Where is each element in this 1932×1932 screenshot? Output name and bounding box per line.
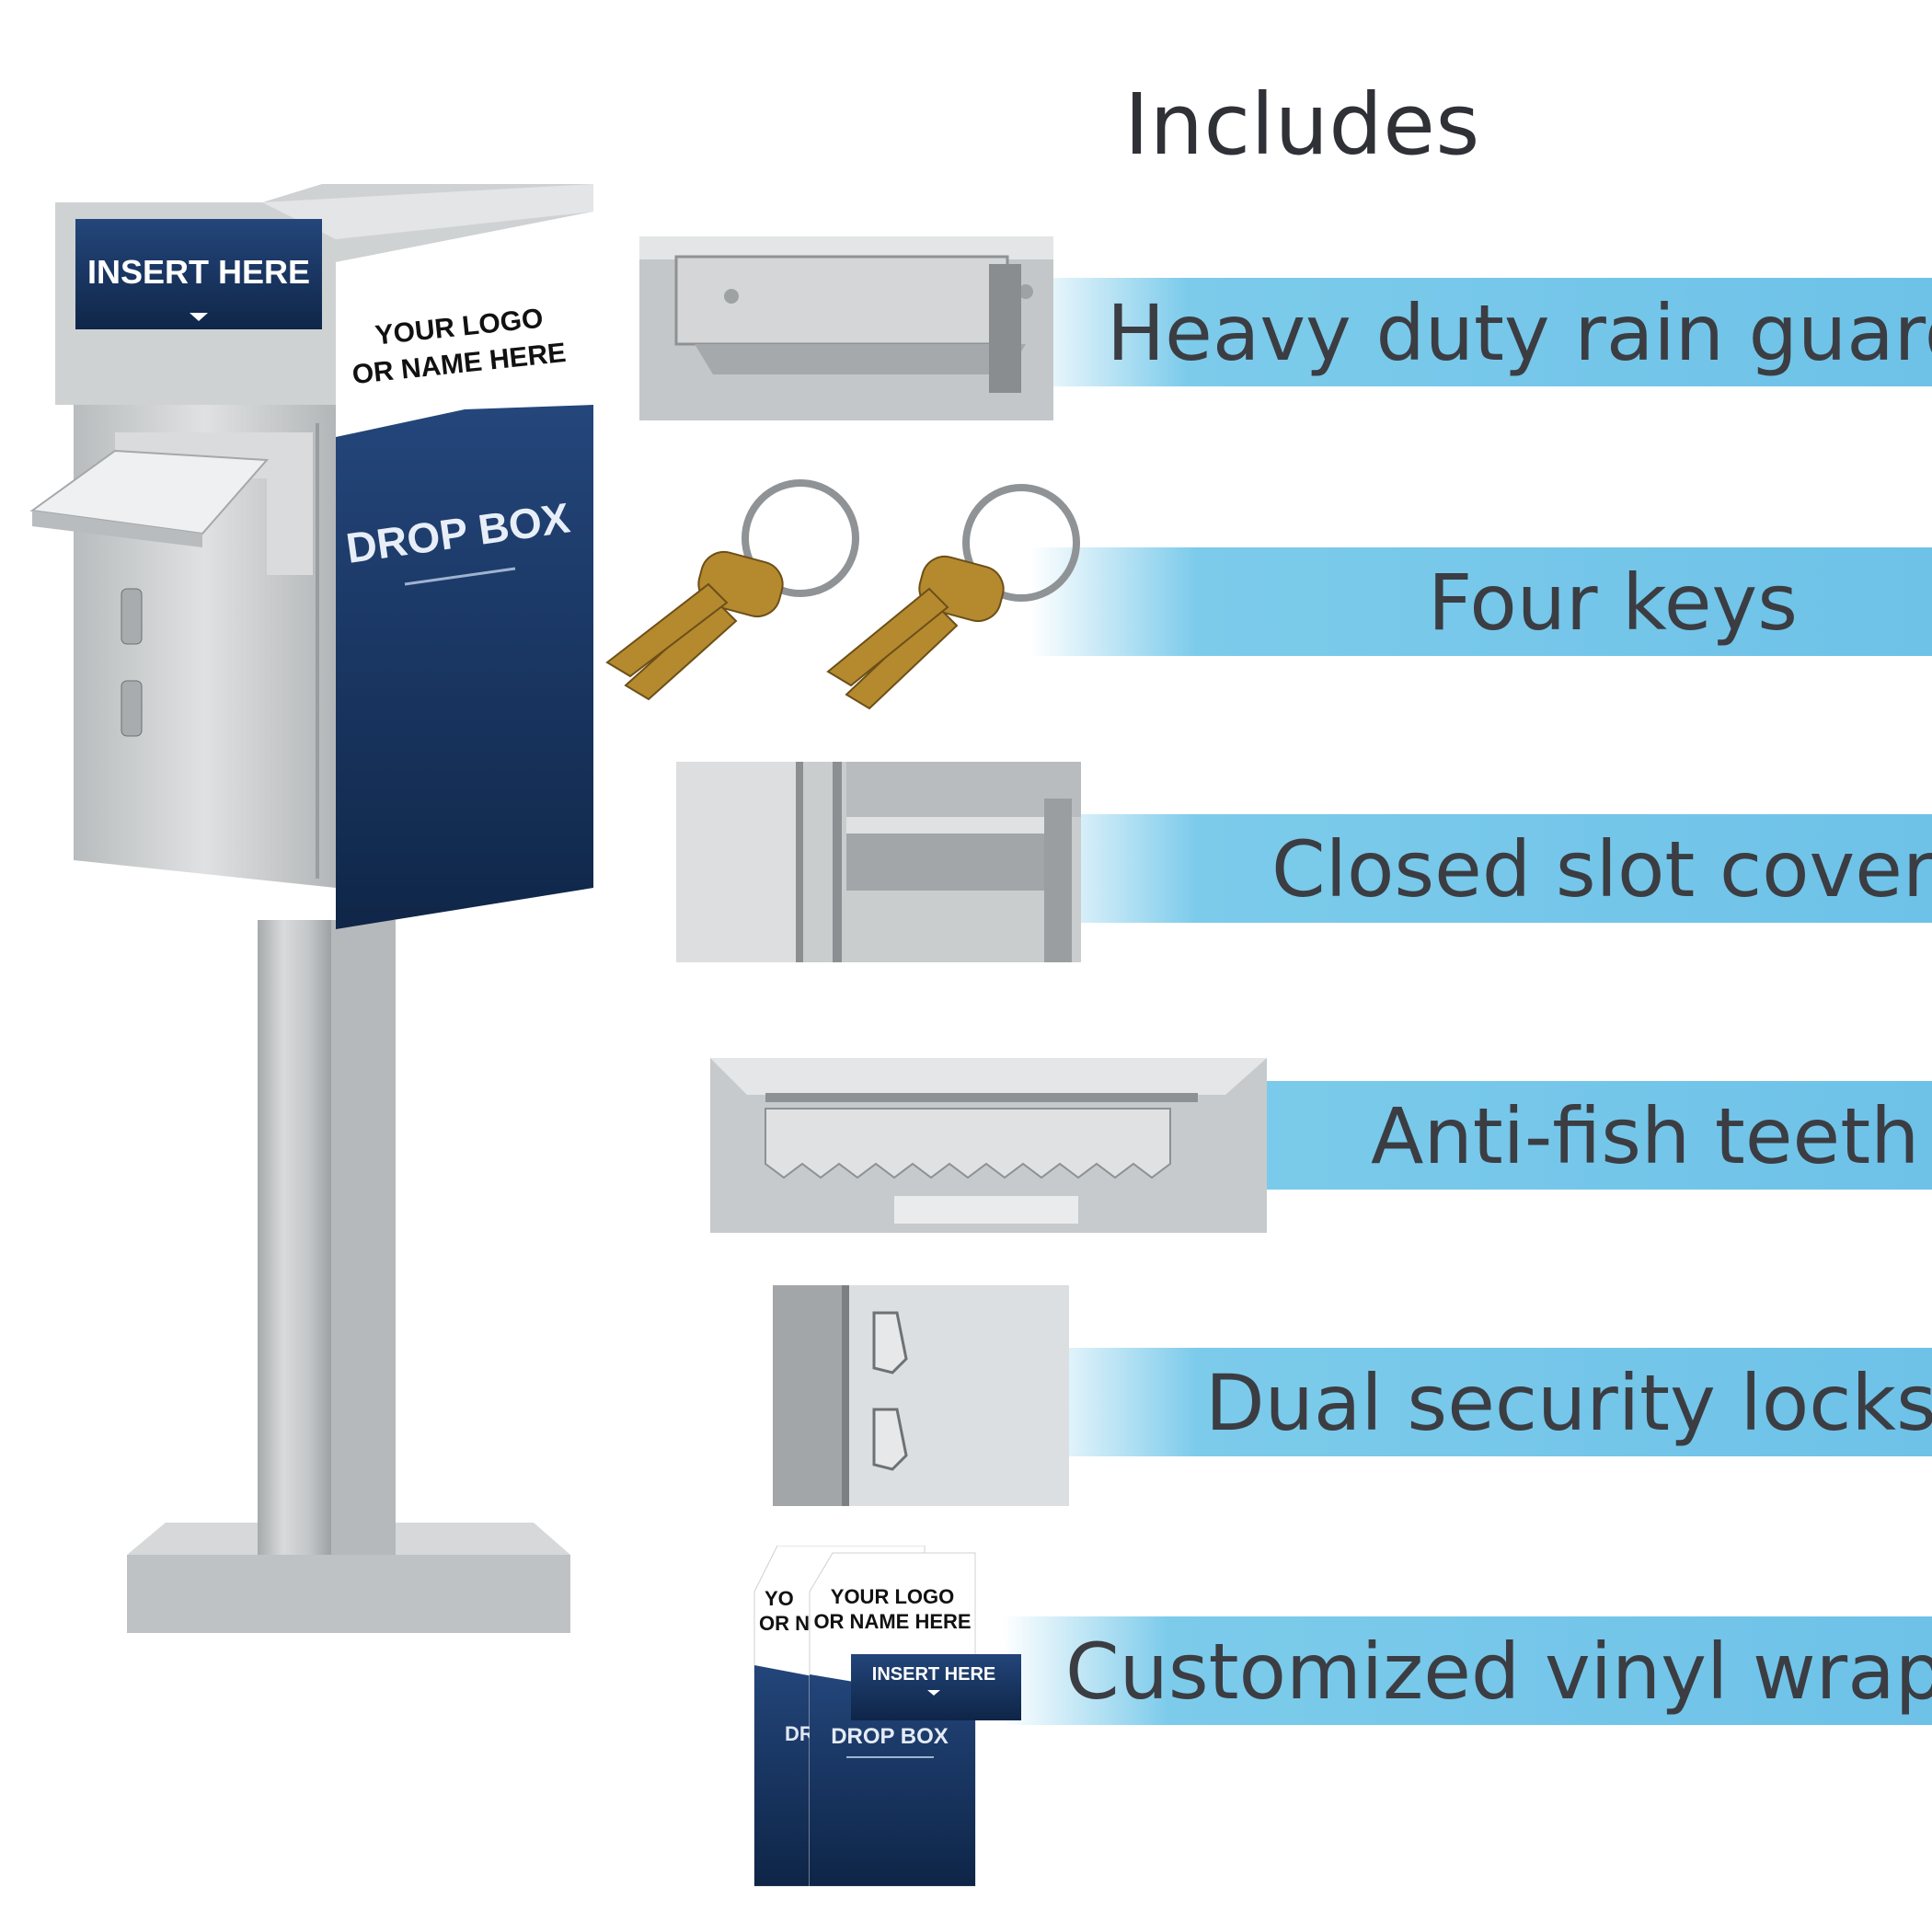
security-locks-photo xyxy=(773,1285,1069,1506)
feature-label-slot-cover: Closed slot cover xyxy=(1271,824,1932,914)
anti-fish-teeth-photo xyxy=(710,1058,1267,1233)
feature-label-rain-guard: Heavy duty rain guard xyxy=(1107,288,1932,378)
feature-label-vinyl-wrap: Customized vinyl wrap xyxy=(1065,1627,1932,1717)
feature-band-rain-guard xyxy=(1021,278,1932,386)
feature-band-security-locks xyxy=(1030,1348,1932,1456)
insert-here-label: INSERT HERE xyxy=(87,253,310,291)
page-title: Includes xyxy=(1124,75,1480,174)
drop-box-illustration: INSERT HERE YOUR LOGO OR NAME HERE DROP … xyxy=(29,184,593,1633)
vinyl-back-logo-2: OR N xyxy=(759,1612,810,1635)
feature-label-keys: Four keys xyxy=(1428,558,1798,648)
feature-band-keys xyxy=(1030,547,1932,656)
feature-band-slot-cover xyxy=(1030,814,1932,923)
slot-cover-photo xyxy=(676,762,1081,962)
feature-label-security-locks: Dual security locks xyxy=(1205,1358,1932,1448)
vinyl-logo-2: OR NAME HERE xyxy=(813,1610,971,1633)
keys-photo xyxy=(598,474,1113,713)
vinyl-wrap-photo: YO OR N DR YOUR LOGO OR NAME HERE DROP B… xyxy=(753,1546,1021,1887)
vinyl-back-logo-1: YO xyxy=(765,1587,794,1610)
vinyl-logo-1: YOUR LOGO xyxy=(831,1585,954,1608)
vinyl-insert-label: INSERT HERE xyxy=(872,1664,995,1685)
feature-label-anti-fish-teeth: Anti-fish teeth xyxy=(1371,1091,1920,1181)
feature-band-vinyl-wrap xyxy=(1003,1616,1932,1725)
rain-guard-photo xyxy=(639,236,1053,420)
vinyl-dropbox-label: DROP BOX xyxy=(831,1724,949,1749)
